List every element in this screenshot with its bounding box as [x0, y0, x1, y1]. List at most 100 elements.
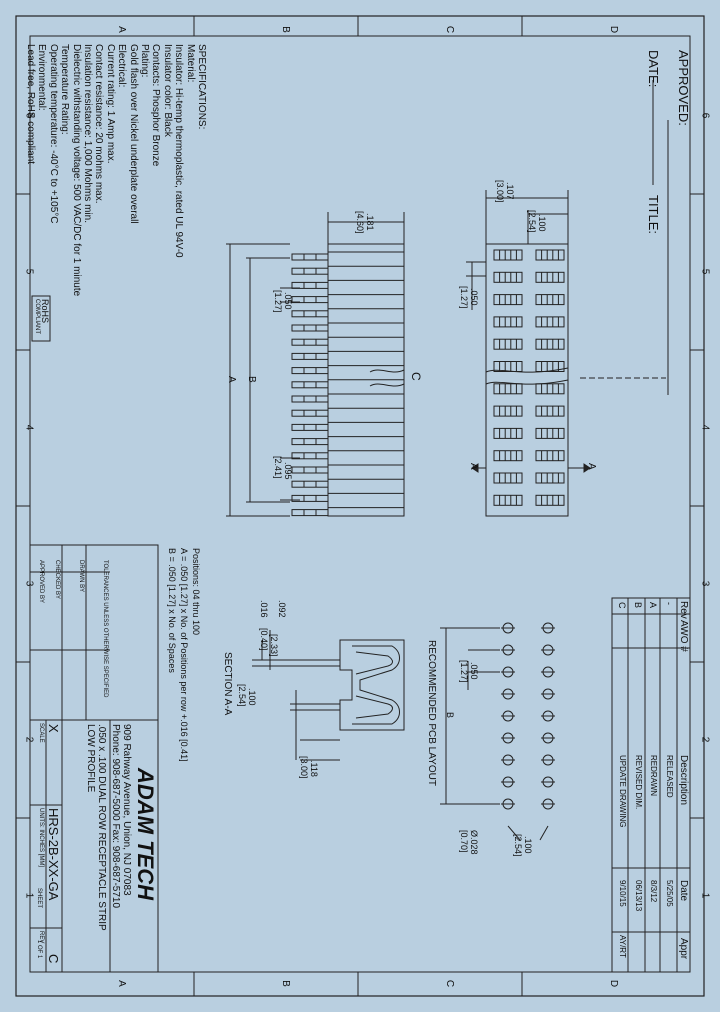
dim-b-label: B: [246, 376, 257, 383]
rev-value: C: [46, 954, 61, 964]
side-pin: [291, 480, 329, 488]
contact-cell: [535, 249, 565, 261]
contact-cell: [493, 405, 523, 417]
zone-number-3-left: 3: [23, 580, 35, 587]
contact-cell: [535, 271, 565, 283]
zone-letter-a-top: A: [115, 26, 127, 33]
zone-number-5-right: 5: [699, 268, 711, 275]
section-arrow-a-left: A: [468, 463, 479, 470]
side-pin: [291, 409, 329, 417]
zone-number-3-right: 3: [699, 580, 711, 587]
rev-row-2-date: 06/13/13: [634, 880, 643, 912]
contact-cell: [493, 361, 523, 372]
contact-cell: [493, 249, 523, 261]
approval-lines: [652, 80, 669, 395]
part-description-2: LOW PROFILE: [85, 724, 96, 793]
spec-line: Dielectric withstanding voltage: 500 VAC…: [70, 44, 82, 297]
sec-016: .016: [259, 600, 269, 618]
rev-row-3-date: 9/10/15: [618, 880, 627, 907]
dim-100: .100: [537, 214, 547, 232]
rev-row-2-desc: REVISED DIM.: [634, 755, 643, 810]
side-pin: [291, 281, 329, 289]
zone-letter-b-bottom: B: [279, 980, 291, 987]
spec-line: SPECIFICATIONS:: [196, 44, 207, 130]
zone-number-4-right: 4: [699, 424, 711, 431]
checked-by-label: CHECKED BY: [54, 560, 60, 600]
rev-row-1-desc: REDRAWN: [649, 755, 658, 797]
positions-note-1: Positions: 04 thru 100: [191, 548, 201, 636]
zone-letter-b-top: B: [279, 26, 291, 33]
section-aa-label: SECTION A-A: [222, 652, 233, 716]
side-pin: [291, 381, 329, 389]
title-block-grid: [29, 544, 159, 973]
pcb-100: .100: [523, 836, 533, 854]
rev-row-0-rev: -: [664, 602, 674, 605]
contact-cell: [535, 450, 565, 462]
date-label: DATE:: [646, 50, 661, 88]
zone-ticks: [16, 16, 704, 996]
zone-number-2-right: 2: [699, 736, 711, 743]
side-pin: [291, 509, 329, 517]
inner-border: [29, 35, 691, 973]
dim-095-mm: [2.41]: [273, 456, 283, 479]
zone-number-6-right: 6: [699, 112, 711, 119]
pcb-100-mm: [2.54]: [513, 834, 523, 857]
rev-row-1-rev: A: [648, 602, 658, 609]
zone-number-1-right: 1: [699, 892, 711, 899]
spec-line: Contacts: Phosphor Bronze: [150, 44, 162, 167]
contact-cell: [535, 383, 565, 395]
rohs-compliant-label: COMPLIANT: [34, 299, 40, 335]
sec-100: .100: [247, 688, 257, 706]
drawn-by-label: DRAWN BY: [78, 560, 84, 593]
tolerance-note: TOLERANCES UNLESS OTHERWISE SPECIFIED: [102, 560, 108, 698]
pcb-028: Ø.028: [469, 830, 479, 855]
side-pin: [291, 253, 329, 261]
contact-cell: [535, 361, 565, 372]
zone-number-4-left: 4: [23, 424, 35, 431]
side-pin: [291, 423, 329, 431]
side-pin: [291, 338, 329, 346]
rev-row-2-rev: B: [633, 602, 643, 609]
sheet-value: 1 OF 1: [36, 940, 42, 959]
company-name: ADAM TECH: [133, 768, 158, 900]
contact-cell: [535, 472, 565, 484]
dim-181-mm: [4.60]: [355, 211, 365, 234]
rev-row-3-appr: AY/RT: [618, 935, 627, 958]
side-pin: [291, 466, 329, 474]
description-header: Description: [678, 755, 689, 806]
contact-cell: [535, 316, 565, 328]
dim-100-mm: [2.54]: [527, 210, 537, 233]
spec-line: Environmental:: [36, 44, 48, 111]
pcb-b-label: B: [445, 712, 455, 719]
date-header: Date: [678, 880, 689, 902]
sec-100-mm: [2.54]: [237, 684, 247, 707]
contact-cell: [493, 383, 523, 395]
contact-cell: [493, 494, 523, 506]
approved-by-label: APPROVED BY: [38, 560, 44, 604]
spec-line: Electrical:: [116, 44, 128, 88]
spec-line: Plating:: [139, 44, 150, 78]
contact-cell: [493, 294, 523, 306]
side-pin: [291, 324, 329, 332]
dim-a-label: A: [226, 376, 237, 383]
side-pin: [291, 352, 329, 360]
contact-cell: [535, 338, 565, 350]
pcb-050: .050: [469, 662, 479, 680]
positions-note-3: B = .050 [1.27] x No. of Spaces: [167, 548, 177, 673]
dim-c-label: C: [409, 372, 423, 381]
rev-header: Rev: [678, 601, 689, 619]
pcb-028-mm: [0.70]: [459, 830, 469, 853]
part-number: HRS-2B-XX-GA: [46, 808, 61, 901]
contact-cell: [493, 316, 523, 328]
pcb-layout-label: RECOMMENDED PCB LAYOUT: [426, 640, 437, 786]
appr-header: Appr: [678, 938, 689, 960]
sheet-label: SHEET: [36, 888, 42, 909]
contact-cell: [535, 427, 565, 439]
contact-cell: [493, 450, 523, 462]
rev-row-3-rev: C: [617, 602, 627, 609]
sec-118-mm: [3.00]: [299, 756, 309, 779]
scale-value: X: [46, 724, 61, 733]
zone-letter-c-bottom: C: [444, 979, 456, 988]
approved-label: APPROVED:: [676, 50, 691, 126]
contact-cell: [535, 294, 565, 306]
